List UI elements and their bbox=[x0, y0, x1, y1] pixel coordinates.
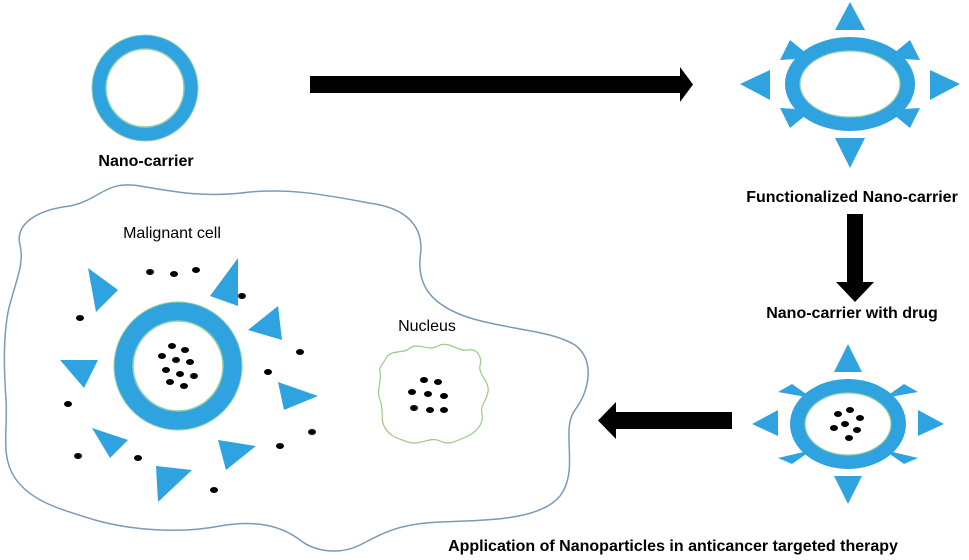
figure-caption: Application of Nanoparticles in anticanc… bbox=[448, 538, 898, 555]
arrow-left bbox=[598, 402, 732, 439]
nucleus-membrane bbox=[377, 343, 489, 444]
nano-carrier-with-drug bbox=[752, 344, 944, 504]
cell-carrier-core bbox=[132, 320, 224, 412]
malignant-cell-label: Malignant cell bbox=[123, 225, 221, 242]
functionalized-nano-carrier bbox=[740, 2, 960, 168]
arrow-right bbox=[310, 67, 693, 102]
released-drug-particles bbox=[64, 267, 316, 493]
arrow-down bbox=[836, 214, 874, 302]
cell-ligand-triangles bbox=[60, 258, 318, 502]
malignant-cell-membrane bbox=[3, 184, 589, 552]
nano-carrier-label: Nano-carrier bbox=[98, 153, 194, 170]
carrier-drug-particles bbox=[158, 343, 198, 389]
drug-particles bbox=[830, 407, 864, 441]
drug-carrier-label: Nano-carrier with drug bbox=[766, 305, 938, 322]
nucleus-label: Nucleus bbox=[398, 318, 456, 335]
functionalized-label: Functionalized Nano-carrier bbox=[746, 189, 958, 206]
ligand-triangles bbox=[752, 344, 944, 504]
nucleus-drug-particles bbox=[408, 377, 448, 413]
nano-carrier-core bbox=[105, 48, 185, 128]
cell-nano-carrier bbox=[60, 258, 318, 502]
functionalized-core bbox=[799, 50, 901, 118]
